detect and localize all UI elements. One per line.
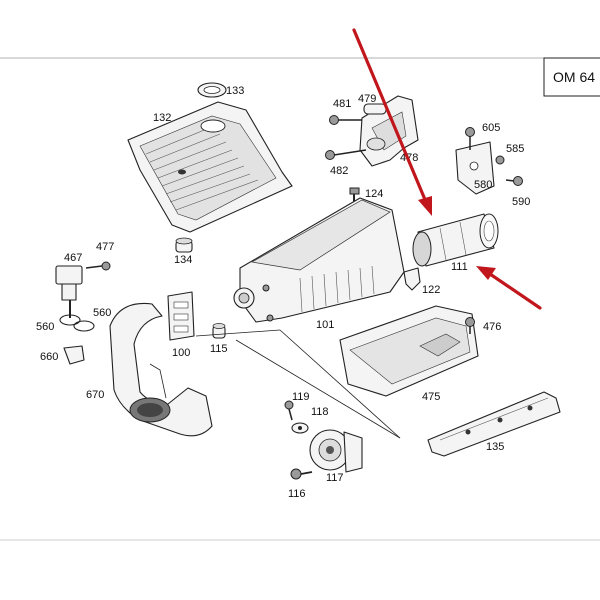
part-560-clamps[interactable] xyxy=(59,314,95,332)
callout-117: 117 xyxy=(326,472,344,484)
part-479-bracket-group[interactable] xyxy=(325,95,419,167)
callout-605: 605 xyxy=(482,122,500,134)
part-475-panel[interactable] xyxy=(339,305,479,397)
callout-467: 467 xyxy=(64,252,82,264)
callout-115: 115 xyxy=(210,343,228,355)
part-111-air-filter[interactable] xyxy=(412,213,499,267)
part-132-engine-cover[interactable] xyxy=(127,101,293,233)
callout-labels: 133 132 481 479 478 482 605 585 580 590 … xyxy=(36,85,530,500)
engine-code-label: OM 64 xyxy=(553,69,595,85)
arrow-right xyxy=(488,272,542,310)
callout-119: 119 xyxy=(292,391,310,403)
callout-590: 590 xyxy=(512,196,530,208)
callout-476: 476 xyxy=(483,321,501,333)
part-118-washer[interactable] xyxy=(291,422,309,434)
callout-585: 585 xyxy=(506,143,524,155)
highlight-arrows xyxy=(352,28,542,310)
callout-132: 132 xyxy=(153,112,171,124)
part-116-bolt[interactable] xyxy=(290,468,313,480)
callout-118: 118 xyxy=(311,406,329,418)
part-115-plug[interactable] xyxy=(212,323,226,339)
callout-101: 101 xyxy=(316,319,334,331)
callout-477: 477 xyxy=(96,241,114,253)
callout-122: 122 xyxy=(422,284,440,296)
callout-133: 133 xyxy=(226,85,244,97)
part-101-intake-manifold[interactable] xyxy=(233,197,405,323)
callout-580: 580 xyxy=(474,179,492,191)
part-467-sensor[interactable] xyxy=(55,261,111,318)
callout-670: 670 xyxy=(86,389,104,401)
callout-560-left: 560 xyxy=(36,321,54,333)
callout-111: 111 xyxy=(451,261,468,273)
callout-100: 100 xyxy=(172,347,190,359)
callout-135: 135 xyxy=(486,441,504,453)
callout-481: 481 xyxy=(333,98,351,110)
callout-660: 660 xyxy=(40,351,58,363)
arrow-top-head xyxy=(418,196,432,216)
part-660-bracket[interactable] xyxy=(63,345,85,365)
part-134-cap[interactable] xyxy=(175,237,193,253)
callout-479: 479 xyxy=(358,93,376,105)
callout-134: 134 xyxy=(174,254,192,266)
part-580-bracket[interactable] xyxy=(455,127,523,195)
part-133-ring[interactable] xyxy=(197,82,227,98)
part-135-rail[interactable] xyxy=(427,391,561,457)
part-476-bolt[interactable] xyxy=(465,317,475,335)
engine-code-box: OM 64 xyxy=(543,57,600,97)
part-122-clip[interactable] xyxy=(403,267,421,291)
callout-482: 482 xyxy=(330,165,348,177)
arrow-right-head xyxy=(476,266,496,280)
part-670-intake-hose[interactable] xyxy=(109,302,213,437)
callout-560-right: 560 xyxy=(93,307,111,319)
part-117-pump[interactable] xyxy=(309,429,363,473)
callout-475: 475 xyxy=(422,391,440,403)
arrow-top xyxy=(352,28,428,204)
callout-124: 124 xyxy=(365,188,383,200)
part-100-gasket[interactable] xyxy=(167,291,195,341)
callout-116: 116 xyxy=(288,488,306,500)
part-119-screw[interactable] xyxy=(284,400,294,421)
